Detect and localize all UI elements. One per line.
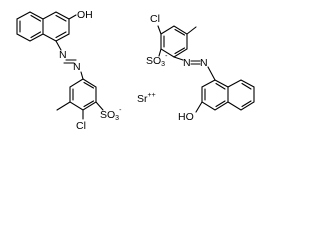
strontium-ion: Sr++ xyxy=(137,92,156,105)
azo-n1-label-2: N xyxy=(183,57,191,69)
sulfonate-bond xyxy=(95,101,104,111)
azo-bond-5 xyxy=(207,66,216,81)
azo-bond-2 xyxy=(80,71,84,80)
naphthalene-ring-3 xyxy=(201,79,229,111)
sulfonate-label: SO3- xyxy=(100,107,122,122)
hydroxy-bond-2 xyxy=(195,101,203,113)
chloro-label: Cl xyxy=(76,120,86,132)
azo-n2-label-2: N xyxy=(200,57,208,69)
chloro-bond-2 xyxy=(157,25,162,35)
azo-n1-label: N xyxy=(59,49,67,61)
molecule-1: OH N N Cl SO3- xyxy=(16,9,122,132)
strontium-label: Sr++ xyxy=(137,92,156,105)
naphthalene-ring-4 xyxy=(227,79,255,111)
hydroxy-bond xyxy=(68,14,77,20)
sulfonate-bond-2 xyxy=(158,48,162,57)
benzene-ring xyxy=(69,78,97,111)
azo-bond-4 xyxy=(173,56,184,61)
molecule-2: Cl SO3- N N xyxy=(146,13,255,123)
structure-drawing: OH N N Cl SO3- Sr++ Cl xyxy=(16,9,255,132)
methyl-bond-2 xyxy=(186,26,197,35)
hydroxy-label-2: HO xyxy=(178,111,194,123)
chemical-structure: OH N N Cl SO3- Sr++ Cl xyxy=(16,9,255,132)
azo-n2-label: N xyxy=(73,61,81,73)
hydroxy-label: OH xyxy=(77,9,93,21)
naphthalene-ring-2 xyxy=(42,11,70,42)
azo-bond-1 xyxy=(55,40,62,51)
chloro-label-2: Cl xyxy=(150,13,160,25)
sulfonate-label-2: SO3- xyxy=(146,53,168,68)
naphthalene-ring-1 xyxy=(16,11,44,42)
methyl-bond xyxy=(56,101,71,111)
